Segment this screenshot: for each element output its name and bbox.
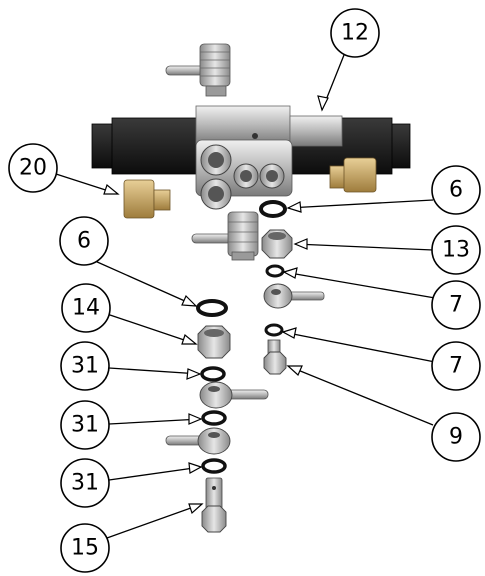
arrow-7a	[282, 267, 298, 279]
leader-31b	[108, 418, 202, 425]
leader-7a	[283, 271, 436, 299]
callout-31-c-label: 31	[71, 471, 99, 496]
part-banjo-fitting-lower	[165, 427, 231, 455]
part-6-washer-right	[259, 200, 287, 218]
callout-31-c: 31	[60, 458, 110, 508]
arrow-13	[293, 238, 308, 250]
part-top-fitting	[165, 43, 231, 97]
part-31-washer-a	[200, 366, 226, 382]
callout-7-upper-label: 7	[449, 293, 463, 318]
part-15-banjo-bolt	[201, 477, 227, 533]
callout-15: 15	[60, 523, 110, 573]
leader-13	[294, 243, 434, 251]
callout-31-b-label: 31	[71, 413, 99, 438]
callout-15-label: 15	[71, 536, 99, 561]
leader-lines	[55, 54, 436, 539]
callout-7-lower: 7	[431, 341, 481, 391]
part-31-washer-c	[201, 458, 227, 474]
part-13-hex-nut	[261, 229, 293, 259]
leader-14	[106, 313, 197, 345]
callout-14: 14	[61, 283, 111, 333]
part-7-washer-lower	[264, 323, 284, 337]
leader-31c	[108, 466, 202, 481]
callout-31-b: 31	[60, 400, 110, 450]
part-banjo-fitting-right	[263, 283, 325, 309]
callout-9-label: 9	[449, 425, 463, 450]
part-lower-adapter-fitting	[191, 211, 259, 261]
callout-6-right-label: 6	[449, 178, 463, 203]
leader-9	[287, 365, 434, 426]
arrow-6a	[286, 201, 302, 213]
leader-7b	[282, 331, 436, 363]
part-banjo-fitting-middle	[199, 381, 269, 409]
callout-31-a-label: 31	[71, 354, 99, 379]
callout-20: 20	[8, 143, 58, 193]
leader-6a	[287, 199, 434, 209]
part-7-washer-upper	[265, 264, 285, 278]
arrow-15	[188, 503, 204, 515]
callout-9: 9	[431, 412, 481, 462]
leader-15	[106, 503, 203, 539]
arrow-12	[317, 95, 329, 112]
callout-13-label: 13	[442, 238, 470, 263]
part-9-banjo-bolt	[263, 339, 287, 375]
leader-31a	[108, 367, 201, 375]
callout-6-left: 6	[59, 216, 109, 266]
callout-20-label: 20	[19, 156, 47, 181]
leader-6b	[94, 260, 197, 307]
arrow-20	[103, 183, 120, 195]
callout-6-left-label: 6	[77, 229, 91, 254]
part-brass-fitting-right	[329, 157, 377, 193]
part-14-hex-nut	[197, 325, 231, 359]
arrow-31a	[186, 368, 202, 380]
arrow-9	[286, 365, 303, 376]
arrow-14	[181, 333, 198, 345]
part-6-washer-left	[196, 299, 228, 317]
arrow-31c	[188, 462, 203, 474]
arrow-31b	[188, 413, 203, 425]
callout-12-label: 12	[341, 21, 369, 46]
callout-14-label: 14	[72, 296, 100, 321]
part-20-brass-fitting	[123, 179, 171, 219]
arrow-7b	[281, 327, 297, 339]
part-31-washer-b	[201, 410, 227, 426]
callout-7-lower-label: 7	[449, 354, 463, 379]
callout-12: 12	[330, 8, 380, 58]
arrow-6b	[181, 294, 198, 307]
callout-31-a: 31	[60, 341, 110, 391]
callout-13: 13	[431, 225, 481, 275]
callout-6-right: 6	[431, 165, 481, 215]
callout-7-upper: 7	[431, 280, 481, 330]
